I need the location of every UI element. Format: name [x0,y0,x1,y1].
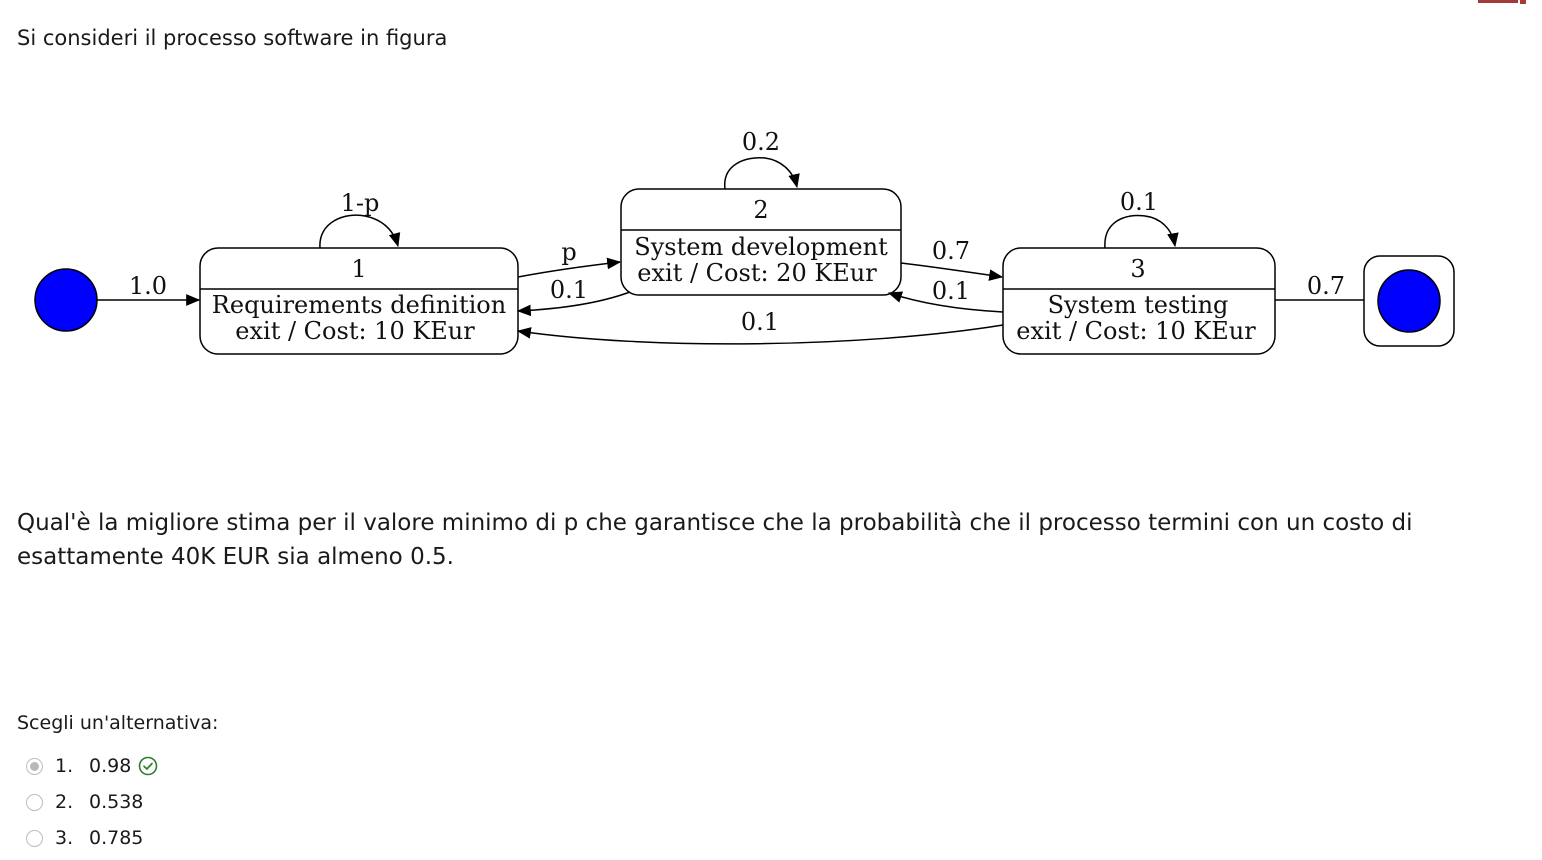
edge-s1-to-s2 [517,257,622,278]
initial-node [34,268,98,332]
intro-text: Si consideri il processo software in fig… [17,26,448,50]
edge-s2-self [724,156,800,190]
edge-s2-to-s3 [900,262,1004,281]
answer-option-3[interactable]: 3. 0.785 [26,820,158,856]
edge-s3-to-final-label: 0.7 [1307,272,1345,300]
state-3-action: exit / Cost: 10 KEur [1016,317,1256,345]
answer-options: 1. 0.98 2. 0.538 3. 0.785 [26,748,158,856]
option-value: 0.538 [89,791,144,813]
radio-option-3[interactable] [26,829,43,847]
final-node [1363,255,1455,347]
edge-s1-to-s2-label: p [561,238,576,266]
edge-s2-to-s1-label: 0.1 [550,276,588,304]
state-3: 3 System testing exit / Cost: 10 KEur [1002,247,1276,355]
correct-check-icon [138,756,158,776]
edge-s3-to-s1-label: 0.1 [741,308,779,336]
choose-label: Scegli un'alternativa: [17,712,219,734]
initial-edge-label: 1.0 [129,272,167,300]
state-3-name: System testing [1048,291,1229,319]
edge-s3-to-s1 [516,324,1004,345]
state-3-id: 3 [1130,255,1145,283]
state-1: 1 Requirements definition exit / Cost: 1… [199,247,519,355]
option-value: 0.785 [89,827,144,849]
state-diagram: 1.0 1 Requirements definition exit / Cos… [34,128,1455,355]
edge-s3-self-label: 0.1 [1120,188,1158,216]
radio-option-1[interactable] [26,757,43,775]
edge-s3-self [1104,214,1179,249]
state-2-name: System development [634,233,888,261]
corner-decoration [1478,0,1526,4]
edge-s2-self-label: 0.2 [742,128,780,156]
question-text: Qual'è la migliore stima per il valore m… [17,510,1413,570]
option-value: 0.98 [89,755,132,777]
state-1-action: exit / Cost: 10 KEur [235,317,475,345]
state-1-id: 1 [351,255,366,283]
option-number: 1. [55,755,74,777]
edge-s3-to-s2 [887,291,1004,313]
state-2: 2 System development exit / Cost: 20 KEu… [620,188,902,296]
state-2-action: exit / Cost: 20 KEur [637,259,877,287]
edge-s1-self [319,214,401,249]
option-number: 3. [55,827,74,849]
state-1-name: Requirements definition [212,291,506,319]
state-2-id: 2 [753,196,768,224]
edge-s1-self-label: 1-p [341,189,380,217]
edge-s3-to-s2-label: 0.1 [932,277,970,305]
answer-option-2[interactable]: 2. 0.538 [26,784,158,820]
radio-option-2[interactable] [26,793,43,811]
answer-option-1[interactable]: 1. 0.98 [26,748,158,784]
edge-s2-to-s3-label: 0.7 [932,237,970,265]
option-number: 2. [55,791,74,813]
edge-s2-to-s1 [516,291,631,317]
